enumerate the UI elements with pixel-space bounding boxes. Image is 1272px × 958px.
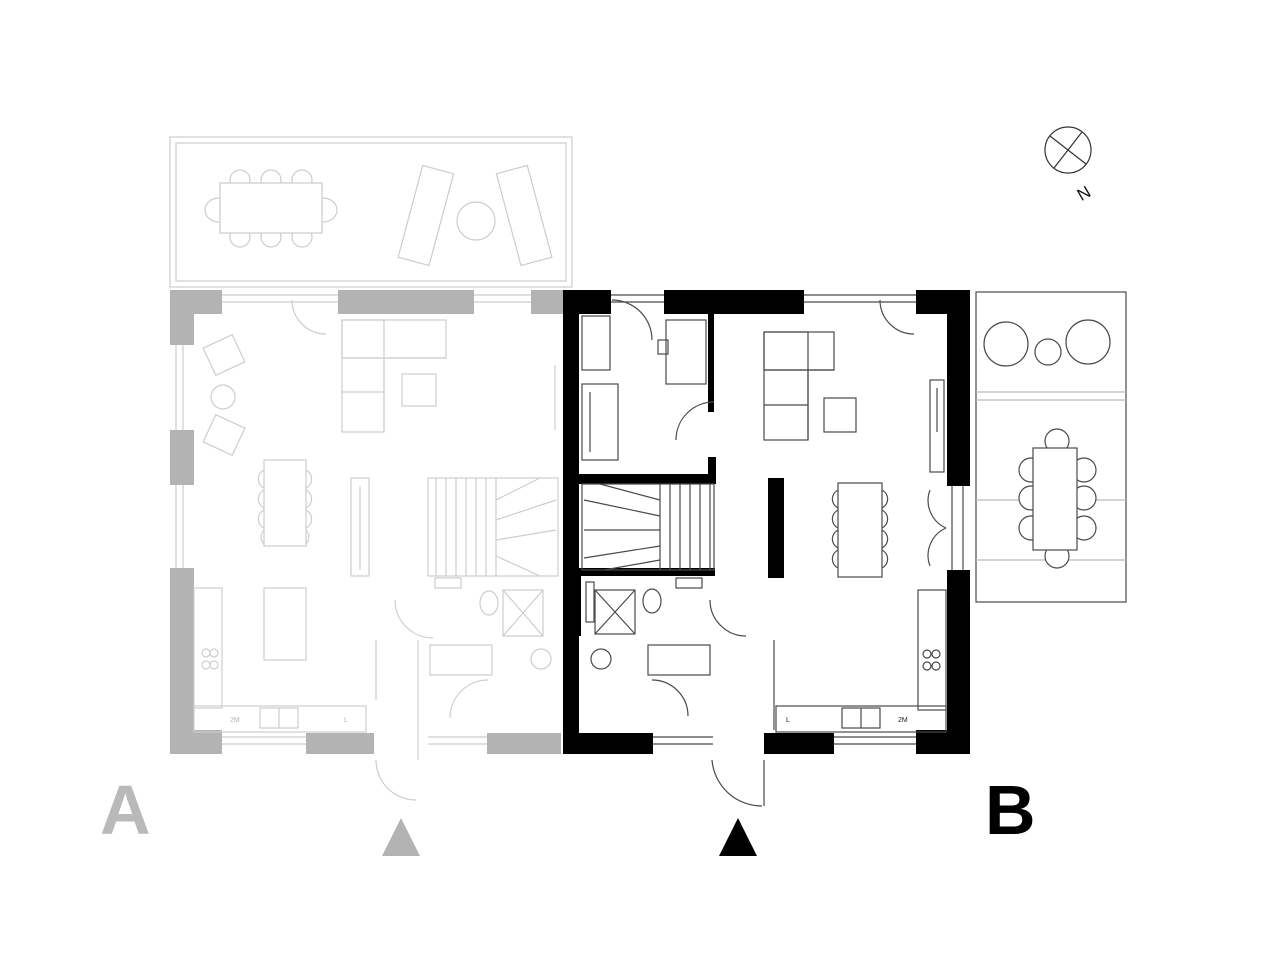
- walls-a: [170, 290, 563, 754]
- unit-a-label: A: [100, 771, 151, 849]
- unit-b-appliances: L 2M: [786, 717, 908, 724]
- a-2m-label: 2M: [230, 717, 240, 724]
- terrace-b: [975, 291, 1127, 603]
- unit-b-plan: [563, 290, 1127, 807]
- north-arrow-icon: [1044, 126, 1092, 174]
- entrance-marker-a: [382, 818, 420, 856]
- entrance-marker-b: [719, 818, 757, 856]
- unit-a-plan: [169, 136, 573, 801]
- a-l-label: L: [344, 717, 348, 724]
- unit-a-appliances: 2M L: [230, 717, 348, 724]
- windows-b: [611, 294, 964, 745]
- windows-a: [175, 294, 531, 745]
- b-2m-label: 2M: [898, 717, 908, 724]
- terrace-a: [169, 136, 573, 288]
- unit-b-label: B: [985, 771, 1036, 849]
- b-l-label: L: [786, 717, 790, 724]
- walls-b: [563, 290, 970, 754]
